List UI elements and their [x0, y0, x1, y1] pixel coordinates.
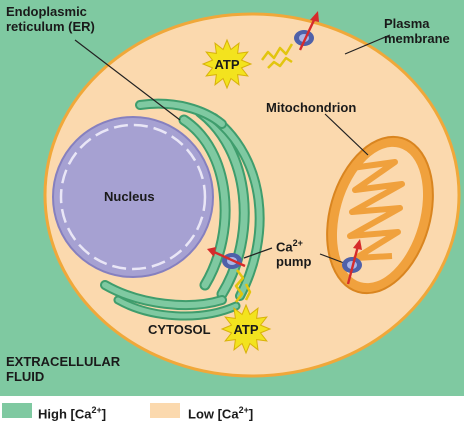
leader-lines [74, 34, 391, 267]
plasma-membrane-label: Plasma membrane [384, 16, 450, 46]
legend-background [0, 396, 464, 423]
transport-arrows [207, 11, 362, 285]
atp-label-top: ATP [214, 57, 239, 72]
nucleus [52, 116, 214, 278]
atp-starburst-top: ATP [201, 38, 253, 90]
energy-squiggles [234, 43, 294, 303]
legend-label-high: High [Ca2+] [38, 405, 107, 422]
nucleus-label: Nucleus [104, 189, 155, 204]
ca-pump-label: Ca2+ pump [276, 238, 312, 270]
extracellular-fluid-label: EXTRACELLULAR FLUID [6, 354, 121, 384]
er-label: Endoplasmic reticulum (ER) [6, 4, 95, 34]
legend-swatch-low [150, 403, 180, 418]
endoplasmic-reticulum [100, 98, 265, 321]
legend-label-low: Low [Ca2+] [188, 405, 254, 422]
atp-starburst-bottom: ATP [220, 303, 272, 355]
legend-swatch-high [2, 403, 32, 418]
mitochondrion-label: Mitochondrion [266, 100, 357, 115]
atp-label-bottom: ATP [233, 322, 258, 337]
mitochondrion [326, 135, 434, 295]
cytosol-label: CYTOSOL [148, 322, 211, 337]
